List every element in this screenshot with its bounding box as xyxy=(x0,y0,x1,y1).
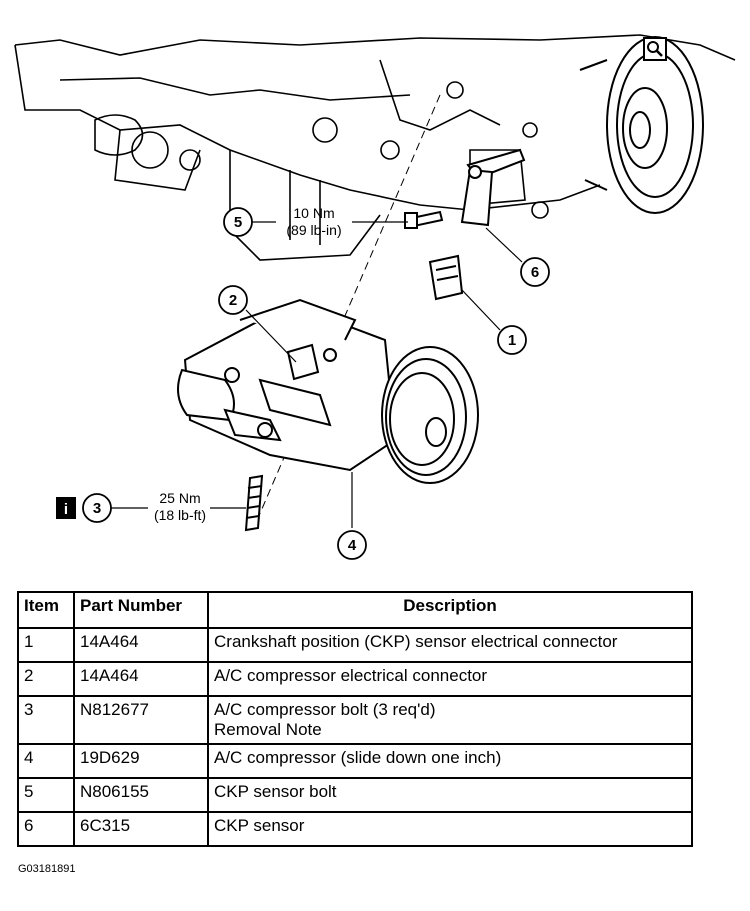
cell-part-number: N806155 xyxy=(73,777,209,813)
ac-compressor-bolt xyxy=(244,474,264,532)
cell-description: A/C compressor bolt (3 req'd) Removal No… xyxy=(207,695,693,745)
table-row: 6 6C315 CKP sensor xyxy=(17,811,693,847)
cell-description: A/C compressor electrical connector xyxy=(207,661,693,697)
callout-3: 3 xyxy=(82,493,112,523)
cell-description: A/C compressor (slide down one inch) xyxy=(207,743,693,779)
cell-item: 6 xyxy=(17,811,75,847)
exploded-view-diagram: 5 6 1 2 4 3 i 10 Nm (89 lb-in) 25 Nm (18… xyxy=(14,34,736,560)
zoom-icon[interactable] xyxy=(643,37,667,61)
cell-part-number: 6C315 xyxy=(73,811,209,847)
table-row: 5 N806155 CKP sensor bolt xyxy=(17,777,693,813)
engine-block xyxy=(14,34,736,261)
cell-part-number: 19D629 xyxy=(73,743,209,779)
callout-6: 6 xyxy=(520,257,550,287)
leader-lines xyxy=(110,221,523,528)
cell-part-number: N812677 xyxy=(73,695,209,745)
cell-part-number: 14A464 xyxy=(73,661,209,697)
cell-item: 1 xyxy=(17,627,75,663)
cell-description: CKP sensor xyxy=(207,811,693,847)
callout-1: 1 xyxy=(497,325,527,355)
cell-item: 4 xyxy=(17,743,75,779)
svg-text:6: 6 xyxy=(531,264,539,281)
cell-item: 5 xyxy=(17,777,75,813)
figure-id: G03181891 xyxy=(18,863,76,875)
table-row: 3 N812677 A/C compressor bolt (3 req'd) … xyxy=(17,695,693,745)
ckp-sensor-bolt xyxy=(404,210,444,229)
svg-text:5: 5 xyxy=(234,214,242,231)
header-part-number: Part Number xyxy=(73,591,209,629)
callout-5: 5 xyxy=(223,207,253,237)
svg-text:i: i xyxy=(64,501,68,518)
svg-text:2: 2 xyxy=(229,292,237,309)
table-row: 2 14A464 A/C compressor electrical conne… xyxy=(17,661,693,697)
torque-bolt5-nm: 10 Nm xyxy=(293,205,334,221)
torque-bolt5-imperial: (89 lb-in) xyxy=(286,222,341,238)
parts-table-header: Item Part Number Description xyxy=(17,591,693,629)
cell-part-number: 14A464 xyxy=(73,627,209,663)
cell-description-line: A/C compressor bolt (3 req'd) xyxy=(214,700,436,719)
torque-bolt3-imperial: (18 lb-ft) xyxy=(154,507,206,523)
svg-text:3: 3 xyxy=(93,500,101,517)
cell-description: Crankshaft position (CKP) sensor electri… xyxy=(207,627,693,663)
table-row: 1 14A464 Crankshaft position (CKP) senso… xyxy=(17,627,693,663)
svg-text:4: 4 xyxy=(348,537,357,554)
svg-text:1: 1 xyxy=(508,332,516,349)
torque-bolt3-nm: 25 Nm xyxy=(159,490,200,506)
cell-item: 3 xyxy=(17,695,75,745)
crankshaft-pulley xyxy=(579,36,704,214)
removal-note-link[interactable]: Removal Note xyxy=(214,720,322,739)
header-description: Description xyxy=(207,591,693,629)
ac-connector xyxy=(286,343,320,381)
ckp-connector xyxy=(428,254,464,301)
cell-item: 2 xyxy=(17,661,75,697)
parts-table: Item Part Number Description 1 14A464 Cr… xyxy=(17,591,693,847)
header-item: Item xyxy=(17,591,75,629)
ckp-sensor xyxy=(460,148,526,227)
info-icon[interactable]: i xyxy=(56,497,76,519)
callout-2: 2 xyxy=(218,285,248,315)
cell-description: CKP sensor bolt xyxy=(207,777,693,813)
ac-compressor xyxy=(177,298,479,484)
callout-4: 4 xyxy=(337,530,367,560)
table-row: 4 19D629 A/C compressor (slide down one … xyxy=(17,743,693,779)
